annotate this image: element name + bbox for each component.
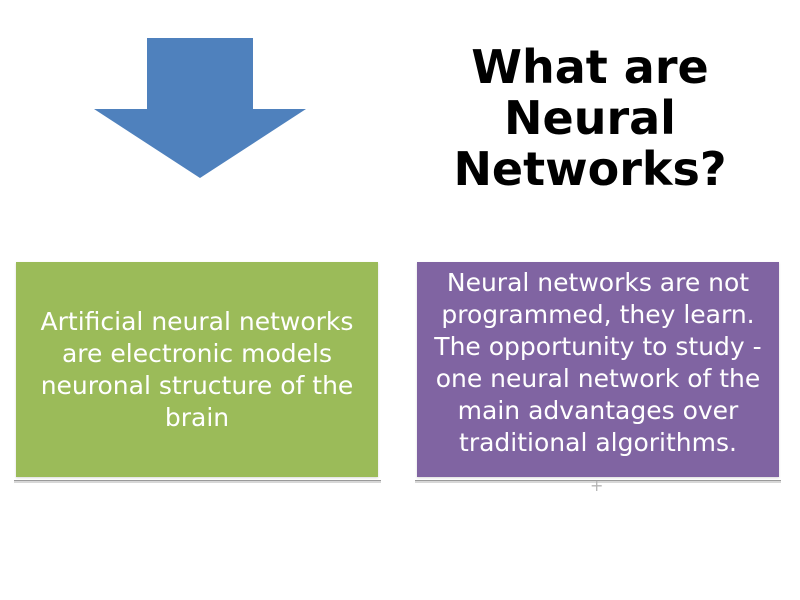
- left-box-base-line: [14, 480, 381, 483]
- neural-networks-learn-text: Neural networks are not programmed, they…: [434, 267, 762, 457]
- right-box-base-line: [415, 480, 781, 483]
- artificial-neural-networks-text: Artificial neural networks are electroni…: [40, 306, 354, 432]
- down-arrow-icon: [94, 38, 306, 178]
- artificial-neural-networks-box: Artificial neural networks are electroni…: [16, 262, 378, 477]
- neural-networks-learn-box: Neural networks are not programmed, they…: [417, 262, 779, 477]
- page-title: What are Neural Networks?: [453, 40, 727, 196]
- plus-marker-icon: +: [590, 476, 604, 495]
